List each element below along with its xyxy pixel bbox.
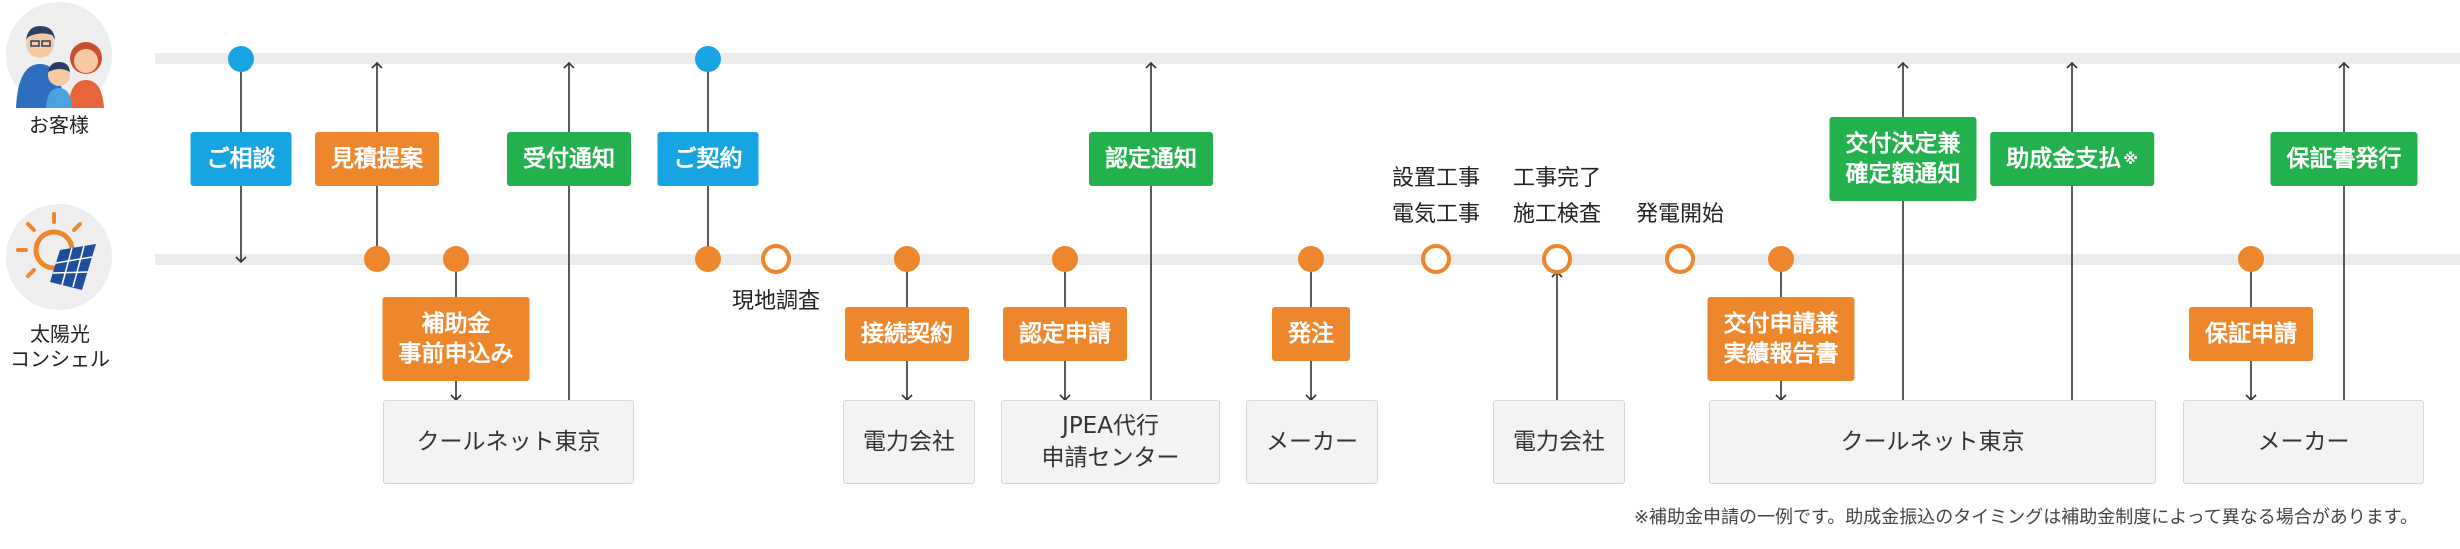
- entity-coolnet-1: クールネット東京: [383, 400, 634, 484]
- family-avatar-icon: [6, 2, 112, 108]
- label-hoshousho: 保証書発行: [2270, 132, 2418, 186]
- keiyaku-customer-dot: [695, 46, 721, 72]
- label-nintei-shinsei: 認定申請: [1003, 307, 1127, 361]
- milestone-kanryou: 工事完了 施工検査: [1512, 166, 1602, 227]
- label-soudan: ご相談: [190, 132, 292, 186]
- kanryou-dot: [1542, 244, 1572, 274]
- soudan-dot: [228, 46, 254, 72]
- koufu-shinsei-dot: [1768, 246, 1794, 272]
- genchi-dot: [761, 244, 791, 274]
- hatsuden-dot: [1665, 244, 1695, 274]
- josei-shiharai-text: 助成金支払: [2006, 146, 2122, 172]
- hacchu-dot: [1298, 246, 1324, 272]
- label-koufu-shinsei: 交付申請兼 実績報告書: [1707, 297, 1855, 381]
- label-mitsumori: 見積提案: [315, 132, 439, 186]
- label-uketsuke: 受付通知: [507, 132, 631, 186]
- keiyaku-dot: [695, 246, 721, 272]
- mitsumori-dot: [364, 246, 390, 272]
- label-hacchu: 発注: [1272, 307, 1350, 361]
- milestone-hatsuden: 発電開始: [1635, 202, 1725, 227]
- entity-coolnet-2: クールネット東京: [1709, 400, 2156, 484]
- setchi-dot: [1421, 244, 1451, 274]
- label-setsuzoku: 接続契約: [845, 307, 969, 361]
- milestone-genchi: 現地調査: [731, 289, 821, 314]
- label-keiyaku: ご契約: [657, 132, 759, 186]
- nintei-shinsei-dot: [1052, 246, 1078, 272]
- label-josei-shiharai: 助成金支払※: [1990, 132, 2154, 186]
- entity-jpea: JPEA代行 申請センター: [1001, 400, 1220, 484]
- actor-concierge: 太陽光 コンシェル: [10, 322, 110, 371]
- label-koufu-kettei: 交付決定兼 確定額通知: [1829, 117, 1977, 201]
- entity-maker-1: メーカー: [1246, 400, 1378, 484]
- hoshou-shinsei-dot: [2238, 246, 2264, 272]
- entity-maker-2: メーカー: [2183, 400, 2424, 484]
- josei-shiharai-note-mark: ※: [2123, 150, 2138, 168]
- label-hoshou-shinsei: 保証申請: [2189, 307, 2313, 361]
- customer-track: [155, 53, 2460, 64]
- entity-denryoku-2: 電力会社: [1493, 400, 1625, 484]
- actor-customer: お客様: [29, 113, 89, 137]
- hojokin-dot: [443, 246, 469, 272]
- setsuzoku-dot: [894, 246, 920, 272]
- milestone-setchi: 設置工事 電気工事: [1391, 166, 1481, 227]
- label-nintei-tsuchi: 認定通知: [1089, 132, 1213, 186]
- solar-panel-logo-icon: [6, 204, 112, 310]
- entity-denryoku-1: 電力会社: [843, 400, 975, 484]
- footnote: ※補助金申請の一例です。助成金振込のタイミングは補助金制度によって異なる場合があ…: [1633, 507, 2418, 528]
- label-hojokin: 補助金 事前申込み: [382, 297, 530, 381]
